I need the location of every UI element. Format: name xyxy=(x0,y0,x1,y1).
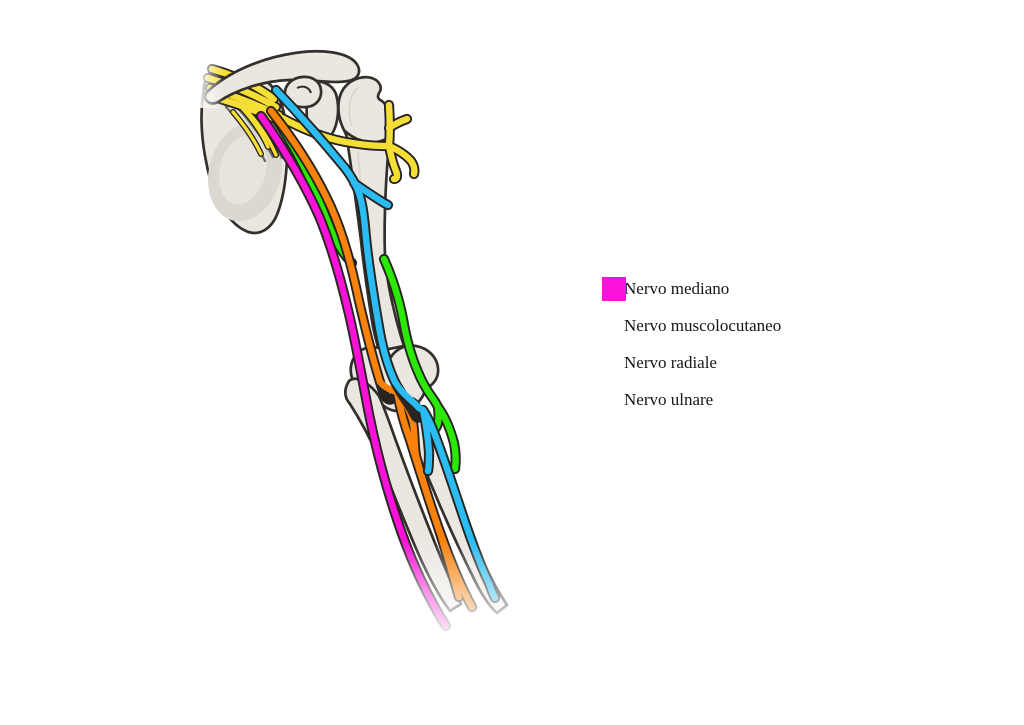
legend-label-radiale: Nervo radiale xyxy=(624,353,717,372)
legend-item-muscolocutaneo: Nervo muscolocutaneo xyxy=(602,277,782,338)
legend-item-ulnare: Nervo ulnare xyxy=(602,277,781,412)
scapula-fossa-highlight xyxy=(219,135,267,205)
legend-label-mediano: Nervo mediano xyxy=(624,279,730,298)
legend: Nervo mediano Nervo muscolocutaneo Nervo… xyxy=(602,277,781,425)
legend-item-radiale: Nervo radiale xyxy=(602,277,781,375)
legend-item-mediano: Nervo mediano xyxy=(602,277,781,301)
arm-bones xyxy=(337,75,509,615)
coracoid-curl-line xyxy=(296,85,312,94)
legend-label-muscolocutaneo: Nervo muscolocutaneo xyxy=(624,316,782,335)
ulnare-color-swatch xyxy=(602,277,626,301)
plexus-stubs xyxy=(231,104,278,157)
nerve-radiale xyxy=(378,253,461,475)
bottom-fade xyxy=(315,540,555,660)
left-fade xyxy=(198,46,224,108)
legend-label-ulnare: Nervo ulnare xyxy=(624,390,714,409)
